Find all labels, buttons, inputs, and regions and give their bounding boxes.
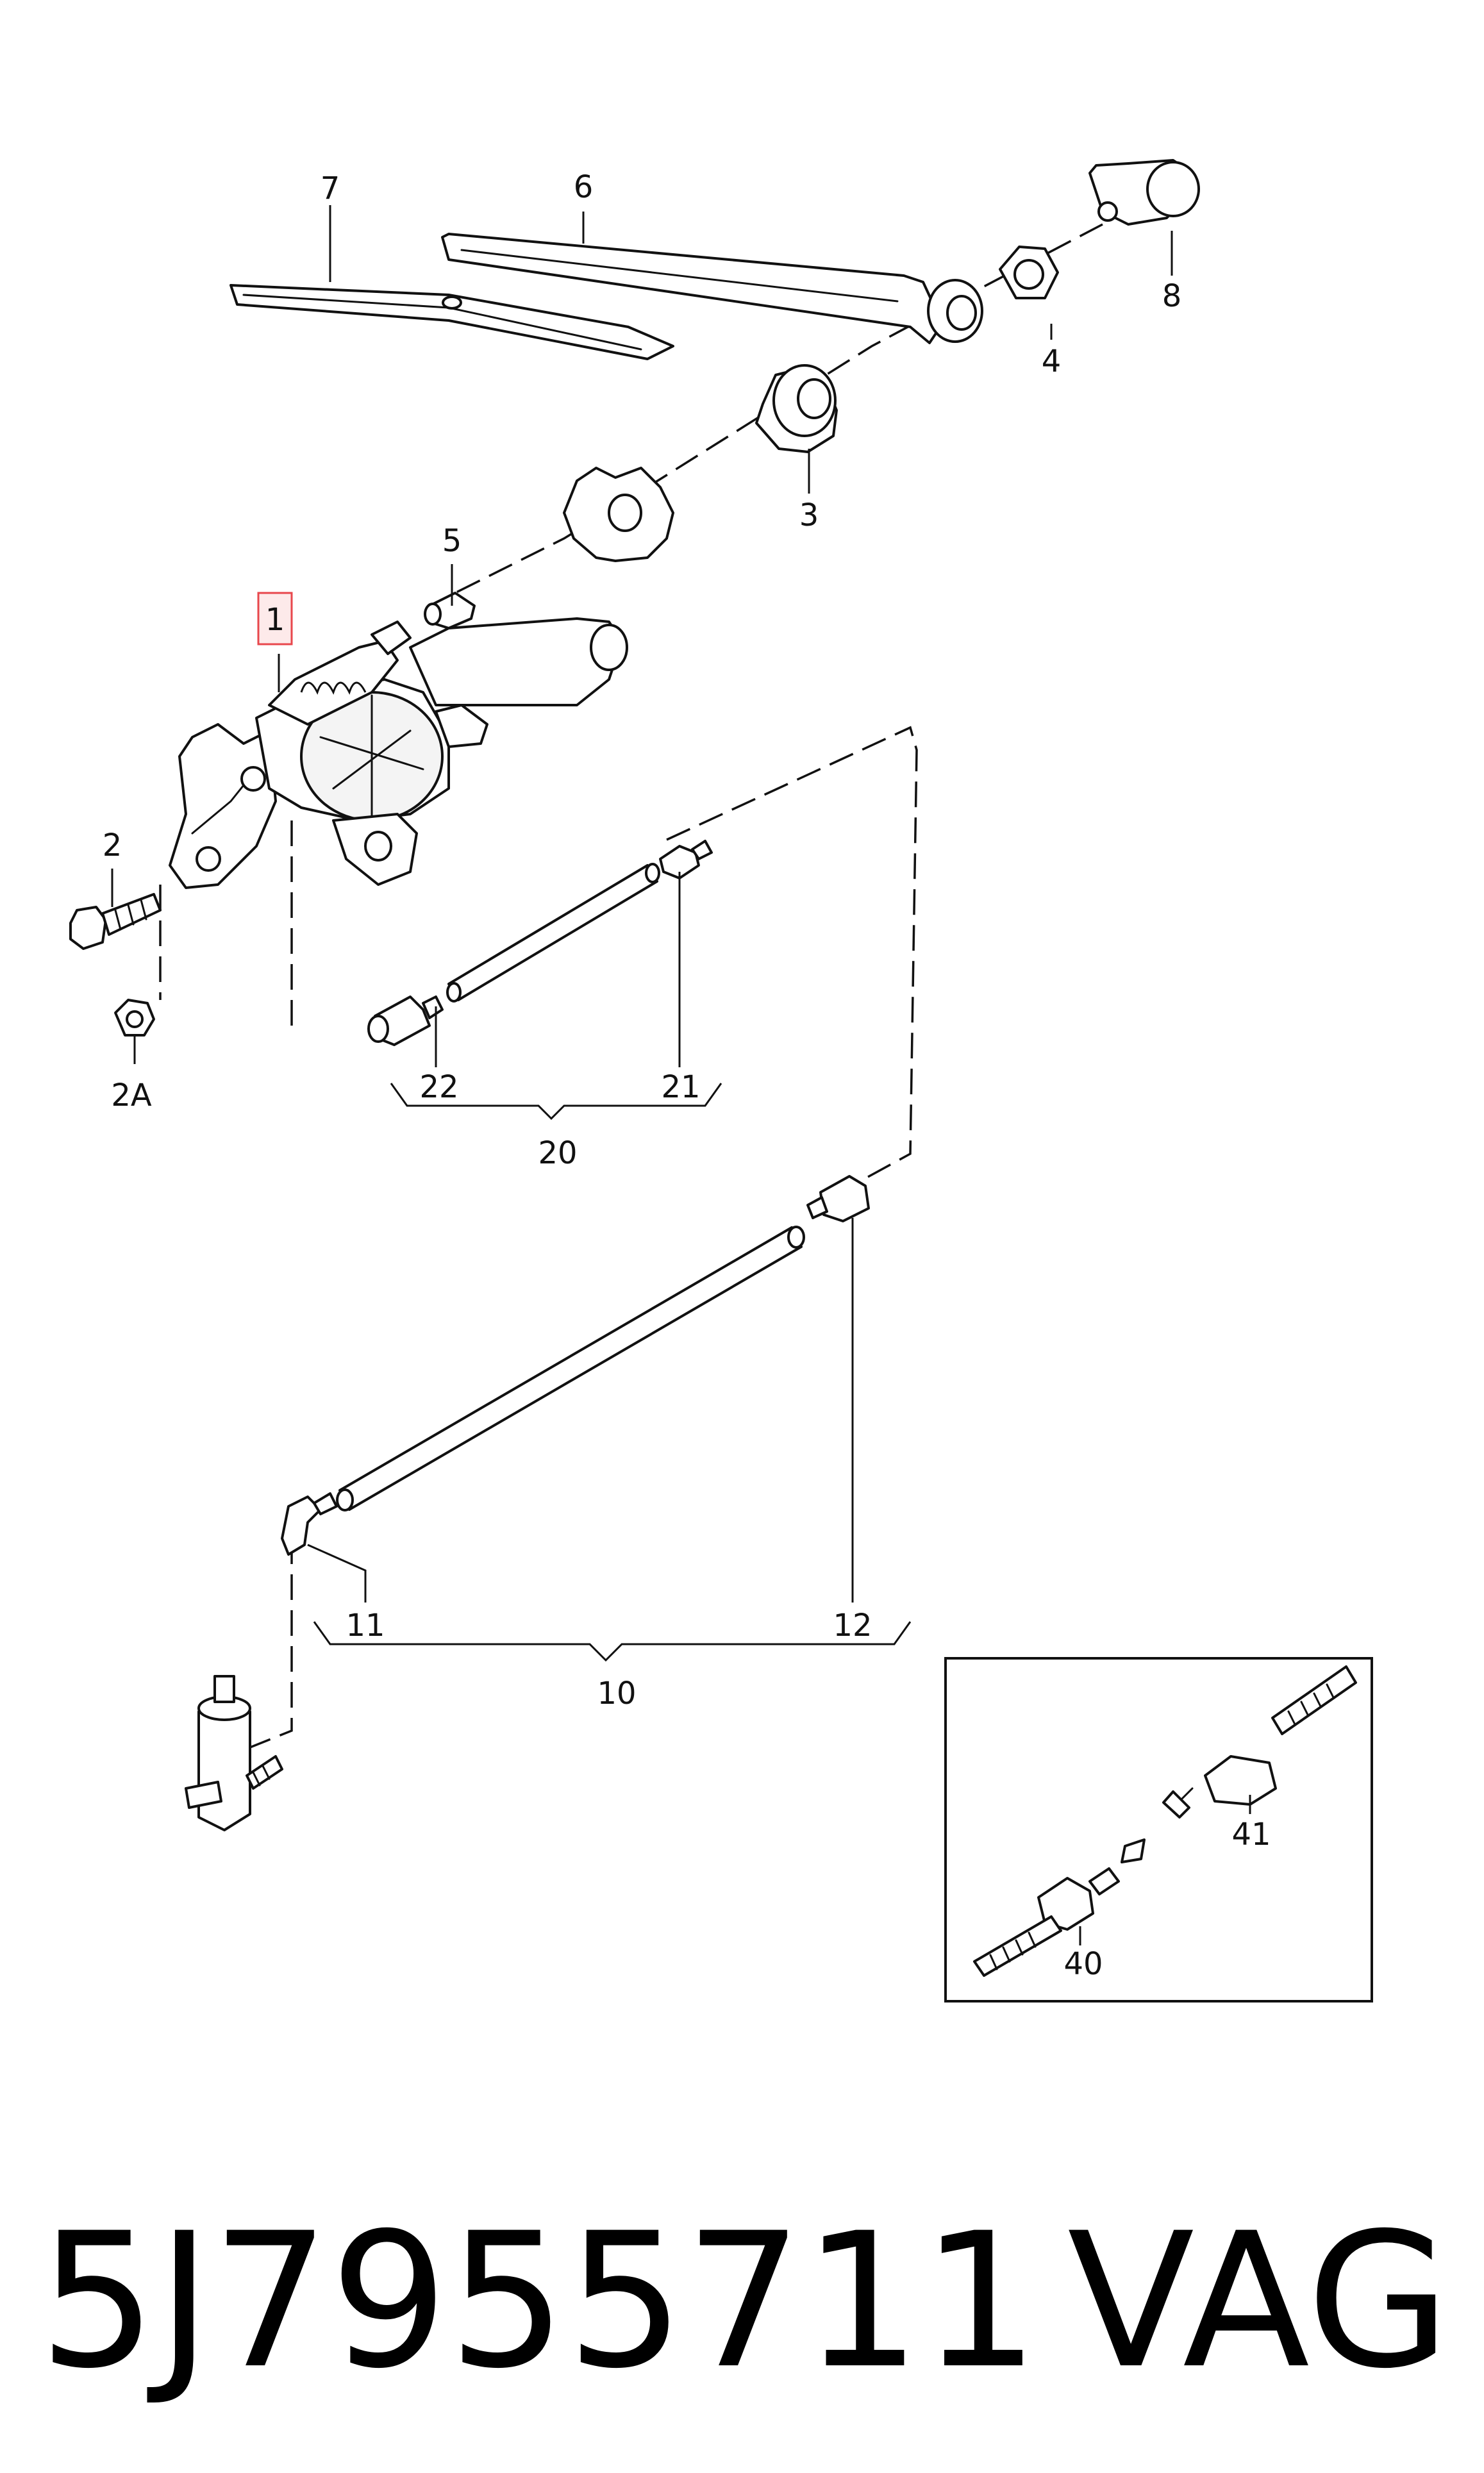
part-22-connector	[367, 995, 444, 1046]
leader-lines	[111, 205, 1251, 1945]
callout-labels: 7 6 8 4 3 5 1 2 2A 22 21 20 11 12 10 41 …	[103, 169, 1271, 1982]
callout-20: 20	[538, 1135, 577, 1171]
part-21-nozzle-connector	[659, 840, 713, 879]
callout-8: 8	[1162, 278, 1182, 314]
part-2a-nut	[114, 999, 155, 1037]
kit-10-hose	[336, 1226, 805, 1511]
part-2-bolt	[69, 893, 162, 950]
callout-2a: 2A	[111, 1078, 152, 1113]
callout-21: 21	[661, 1069, 700, 1105]
star-seal	[563, 467, 674, 562]
highlight-box	[257, 592, 293, 645]
kit-20-hose	[446, 863, 660, 1003]
assembly-axis-lines	[159, 223, 1103, 1751]
callout-2: 2	[103, 828, 122, 863]
callout-11: 11	[346, 1608, 385, 1644]
part-8-cap	[1088, 159, 1200, 226]
t-piece-valve	[185, 1675, 283, 1831]
callout-6: 6	[574, 169, 594, 205]
part-1-wiper-motor	[169, 617, 628, 889]
part-5-sleeve	[424, 592, 476, 629]
callout-10: 10	[597, 1676, 636, 1711]
callout-7: 7	[321, 171, 340, 206]
callout-40: 40	[1063, 1946, 1103, 1982]
part-11-elbow	[281, 1492, 338, 1556]
callout-12: 12	[833, 1608, 872, 1644]
brand-name: VAG	[1067, 2194, 1451, 2410]
part-12-connector	[806, 1175, 870, 1222]
connector-inset-box	[944, 1657, 1373, 2003]
part-4-nut	[999, 246, 1059, 299]
part-3-bushing	[755, 364, 838, 453]
callout-5: 5	[442, 523, 462, 559]
callout-41: 41	[1231, 1817, 1271, 1853]
callout-4: 4	[1042, 344, 1062, 379]
callout-1: 1	[265, 602, 285, 638]
part-7-wiper-blade	[229, 284, 674, 360]
part-number: 5J7955711	[38, 2194, 1040, 2410]
callout-22: 22	[419, 1069, 458, 1105]
callout-3: 3	[799, 497, 819, 533]
part-6-wiper-arm	[441, 233, 983, 344]
